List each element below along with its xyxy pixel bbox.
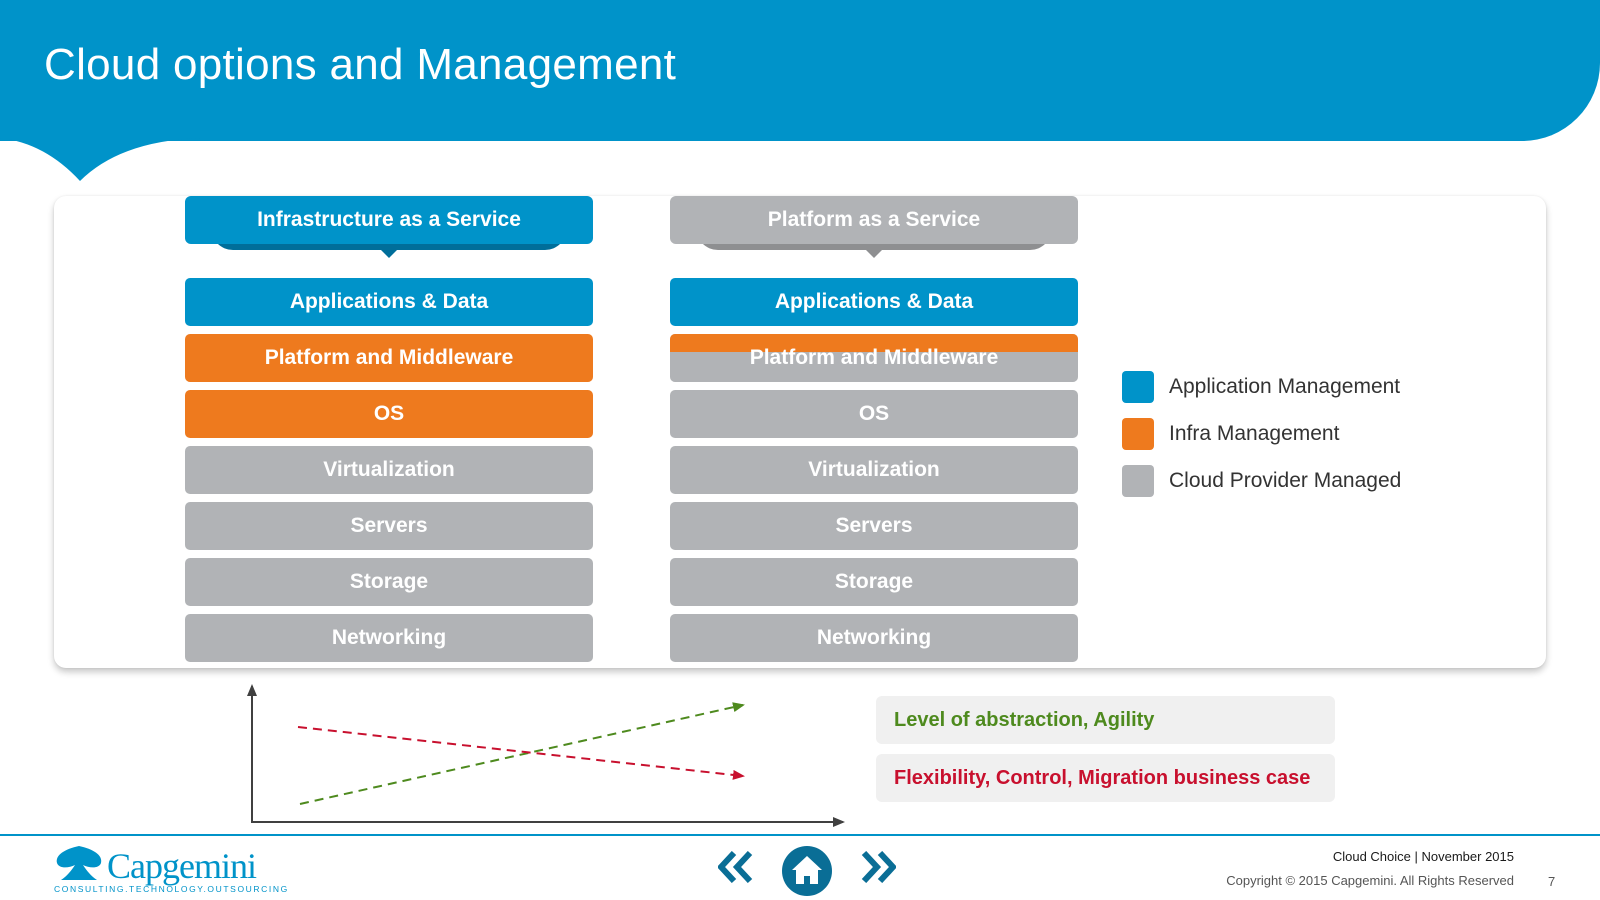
legend-label-infra: Infra Management xyxy=(1169,422,1340,445)
footer-copyright: Copyright © 2015 Capgemini. All Rights R… xyxy=(1226,873,1514,888)
home-icon[interactable] xyxy=(781,845,833,897)
iaas-layer-networking: Networking xyxy=(185,614,593,662)
trend-diagram xyxy=(247,684,845,827)
trend-legend: Level of abstraction, Agility Flexibilit… xyxy=(876,696,1335,812)
paas-stack: Platform as a Service Applications & Dat… xyxy=(670,196,1078,662)
paas-layer-storage: Storage xyxy=(670,558,1078,606)
paas-layer-os: OS xyxy=(670,390,1078,438)
double-chevron-right-icon[interactable] xyxy=(860,851,896,883)
logo-wordmark: Capgemini xyxy=(107,846,257,886)
infra-managed-portion xyxy=(670,334,1078,352)
trend-label-flexibility: Flexibility, Control, Migration business… xyxy=(876,754,1335,802)
header-band xyxy=(0,0,1600,141)
legend-label-application: Application Management xyxy=(1169,375,1401,398)
paas-title: Platform as a Service xyxy=(670,196,1078,244)
iaas-layer-os: OS xyxy=(185,390,593,438)
iaas-stack: Infrastructure as a Service Applications… xyxy=(185,196,593,662)
trend-label-agility: Level of abstraction, Agility xyxy=(876,696,1335,744)
legend-swatch-provider xyxy=(1122,465,1154,497)
iaas-layer-virtualization: Virtualization xyxy=(185,446,593,494)
iaas-layer-servers: Servers xyxy=(185,502,593,550)
iaas-layer-applications-data: Applications & Data xyxy=(185,278,593,326)
agility-trend-line xyxy=(299,702,745,805)
legend-item-infra: Infra Management xyxy=(1122,417,1401,451)
page-number: 7 xyxy=(1548,874,1556,889)
double-chevron-left-icon[interactable] xyxy=(718,851,754,883)
iaas-header: Infrastructure as a Service xyxy=(185,196,593,270)
header-tail-shape xyxy=(0,138,200,181)
iaas-layer-storage: Storage xyxy=(185,558,593,606)
legend-label-provider: Cloud Provider Managed xyxy=(1169,469,1402,492)
legend-item-application: Application Management xyxy=(1122,370,1401,404)
footer-presentation-info: Cloud Choice | November 2015 xyxy=(1332,849,1514,864)
paas-header: Platform as a Service xyxy=(670,196,1078,270)
paas-layer-servers: Servers xyxy=(670,502,1078,550)
paas-layer-applications-data: Applications & Data xyxy=(670,278,1078,326)
legend-swatch-application xyxy=(1122,371,1154,403)
iaas-header-pointer xyxy=(377,246,401,258)
iaas-layer-platform-middleware: Platform and Middleware xyxy=(185,334,593,382)
management-legend: Application Management Infra Management … xyxy=(1122,370,1401,511)
paas-layer-networking: Networking xyxy=(670,614,1078,662)
legend-item-provider: Cloud Provider Managed xyxy=(1122,464,1401,498)
paas-layer-virtualization: Virtualization xyxy=(670,446,1078,494)
legend-swatch-infra xyxy=(1122,418,1154,450)
paas-header-pointer xyxy=(862,246,886,258)
capgemini-logo: Capgemini CONSULTING.TECHNOLOGY.OUTSOURC… xyxy=(53,843,287,894)
footer-divider xyxy=(0,834,1600,836)
slide-title: Cloud options and Management xyxy=(44,40,677,89)
logo-tagline: CONSULTING.TECHNOLOGY.OUTSOURCING xyxy=(54,884,289,894)
iaas-title: Infrastructure as a Service xyxy=(185,196,593,244)
logo-spade-icon xyxy=(56,846,102,880)
paas-layer-platform-middleware: Platform and Middleware xyxy=(670,334,1078,382)
flexibility-trend-line xyxy=(297,726,745,780)
